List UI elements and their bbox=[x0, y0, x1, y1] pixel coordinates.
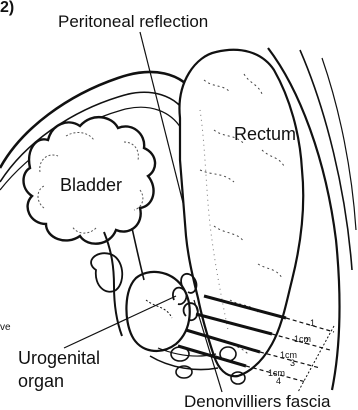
label-urogenital-line1: Urogenital bbox=[18, 348, 100, 368]
mark-1: 1 bbox=[310, 318, 315, 328]
panel-label: 2) bbox=[0, 0, 14, 16]
edge-fragment-label: ve bbox=[0, 322, 11, 333]
mark-4: 4 bbox=[276, 376, 281, 386]
label-bladder: Bladder bbox=[60, 175, 122, 195]
label-peritoneal-reflection: Peritoneal reflection bbox=[58, 12, 208, 31]
mark-2: 2 bbox=[304, 336, 309, 346]
label-denonvilliers: Denonvilliers fascia bbox=[184, 392, 331, 410]
leader-urogenital bbox=[64, 296, 176, 348]
mark-3: 3 bbox=[290, 358, 295, 368]
label-rectum: Rectum bbox=[234, 124, 296, 144]
label-urogenital-line2: organ bbox=[18, 371, 64, 391]
